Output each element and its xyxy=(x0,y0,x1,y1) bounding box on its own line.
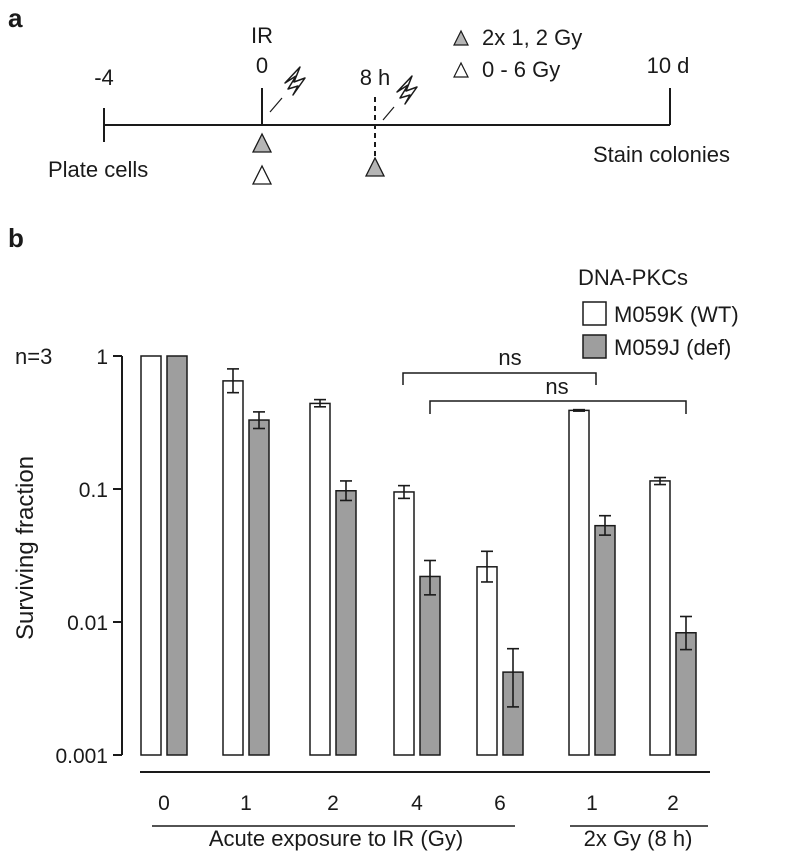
stain-colonies-label: Stain colonies xyxy=(593,142,730,167)
time-10d: 10 d xyxy=(647,53,690,78)
x-tick-label: 0 xyxy=(158,792,170,815)
x-tick-label: 2 xyxy=(327,792,339,815)
lightning-tail-icon xyxy=(269,97,283,113)
bar-wt xyxy=(393,491,415,756)
timeline: -4 IR 0 8 h 10 d Plate cells Stain colon… xyxy=(48,23,730,185)
y-tick-label: 1 xyxy=(96,346,108,369)
lightning-icon xyxy=(396,75,418,105)
chart-legend: DNA-PKCs M059K (WT) M059J (def) xyxy=(578,265,739,360)
y-ticks: 1 0.1 0.01 0.001 xyxy=(55,346,122,768)
y-tick-label: 0.01 xyxy=(67,612,108,635)
legend-white-triangle-icon xyxy=(453,61,469,78)
bar-def xyxy=(675,632,697,756)
legend-gray-triangle-icon xyxy=(453,29,469,46)
group1-label: Acute exposure to IR (Gy) xyxy=(209,826,463,851)
lightning-tail-icon xyxy=(382,106,395,121)
ir-label: IR xyxy=(251,23,273,48)
legend-white-text: 0 - 6 Gy xyxy=(482,57,560,82)
significance-bracket-2: ns xyxy=(429,374,687,414)
bar-def xyxy=(166,355,188,756)
sig-label-1: ns xyxy=(498,345,521,370)
x-ticks: 0 1 2 4 6 1 2 xyxy=(158,792,679,815)
bar-wt xyxy=(309,402,331,756)
n-label: n=3 xyxy=(15,344,52,369)
x-tick-label: 1 xyxy=(586,792,598,815)
bar-def xyxy=(419,575,441,756)
bar-def xyxy=(248,419,270,756)
legend-swatch-def xyxy=(582,334,607,359)
y-tick-label: 0.001 xyxy=(55,745,108,768)
bracket-line xyxy=(429,400,687,414)
bar-wt xyxy=(222,380,244,756)
lightning-icon xyxy=(284,66,306,96)
bar-wt xyxy=(568,409,590,756)
legend-label-wt: M059K (WT) xyxy=(614,302,739,327)
significance-bracket-1: ns xyxy=(402,345,597,385)
legend-label-def: M059J (def) xyxy=(614,335,731,360)
x-tick-label: 6 xyxy=(494,792,506,815)
bar-def xyxy=(335,490,357,756)
x-tick-label: 4 xyxy=(411,792,423,815)
time-0: 0 xyxy=(256,53,268,78)
gray-triangle-icon xyxy=(364,156,386,177)
panel-b-label: b xyxy=(8,223,24,253)
bar-wt xyxy=(140,355,162,756)
panel-a-label: a xyxy=(8,3,23,33)
y-tick-label: 0.1 xyxy=(79,479,108,502)
bar-def xyxy=(594,524,616,756)
bracket-line xyxy=(402,372,597,385)
time-minus4: -4 xyxy=(94,65,114,90)
group2-label: 2x Gy (8 h) xyxy=(584,826,693,851)
x-tick-label: 2 xyxy=(667,792,679,815)
sig-label-2: ns xyxy=(545,374,568,399)
bar-wt xyxy=(476,566,498,756)
plate-cells-label: Plate cells xyxy=(48,157,148,182)
bars xyxy=(140,355,697,756)
bar-wt xyxy=(649,480,671,756)
legend-gray-text: 2x 1, 2 Gy xyxy=(482,25,582,50)
legend-swatch-wt xyxy=(582,301,607,326)
legend-title: DNA-PKCs xyxy=(578,265,688,290)
x-tick-label: 1 xyxy=(240,792,252,815)
y-axis-label: Surviving fraction xyxy=(12,456,39,640)
white-triangle-icon xyxy=(251,164,273,185)
gray-triangle-icon xyxy=(251,132,273,153)
time-8h: 8 h xyxy=(360,65,391,90)
